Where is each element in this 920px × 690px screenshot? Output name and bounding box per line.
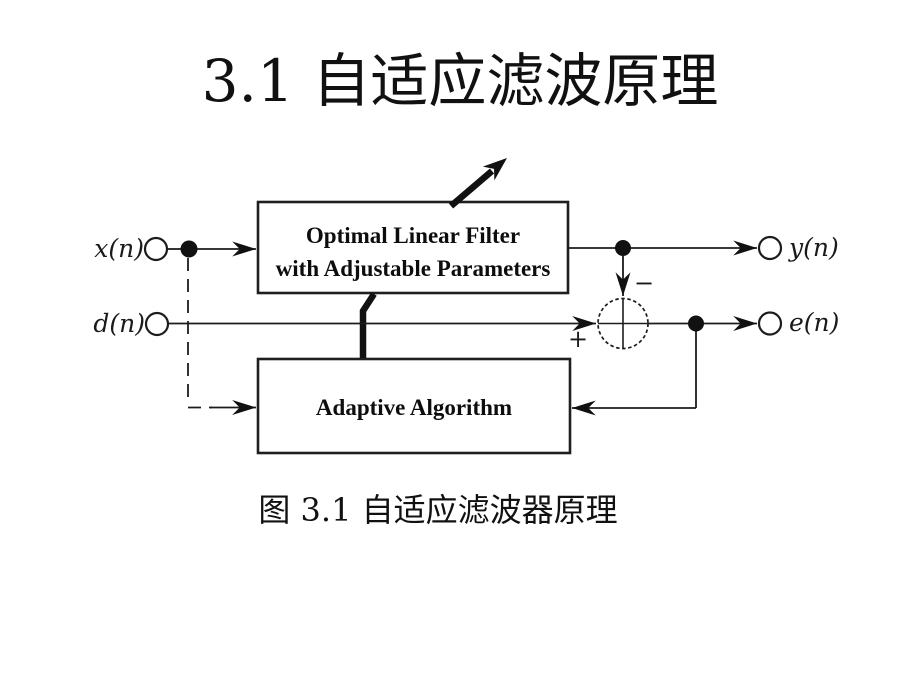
d-signal-label: d(n) bbox=[93, 309, 145, 338]
x-signal-label: x(n) bbox=[94, 234, 144, 263]
page-title: 3.1 自适应滤波原理 bbox=[201, 47, 719, 115]
figure-caption: 图 3.1 自适应滤波器原理 bbox=[258, 491, 618, 529]
filter-box bbox=[256, 200, 570, 295]
filter-box-label-line1: Optimal Linear Filter bbox=[306, 223, 520, 248]
y-junction-dot bbox=[615, 240, 631, 256]
x-input-terminal bbox=[143, 236, 169, 262]
minus-sign: − bbox=[634, 269, 654, 297]
filter-box-label-line2: with Adjustable Parameters bbox=[276, 256, 551, 281]
adaptive-algorithm-box bbox=[256, 357, 572, 455]
parameter-adjust-arrow-head bbox=[482, 158, 507, 181]
plus-sign: + bbox=[568, 325, 588, 353]
e-junction-dot bbox=[688, 315, 704, 332]
e-signal-label: e(n) bbox=[789, 308, 839, 337]
adaptive-algorithm-label: Adaptive Algorithm bbox=[316, 395, 512, 420]
d-input-terminal bbox=[144, 311, 170, 337]
parameter-control-line bbox=[359, 292, 377, 358]
y-signal-label: y(n) bbox=[788, 233, 839, 262]
e-output-terminal bbox=[757, 311, 783, 336]
y-output-terminal bbox=[757, 235, 783, 261]
parameter-adjust-arrow-stem bbox=[448, 168, 495, 209]
x-junction-dot bbox=[180, 240, 198, 258]
